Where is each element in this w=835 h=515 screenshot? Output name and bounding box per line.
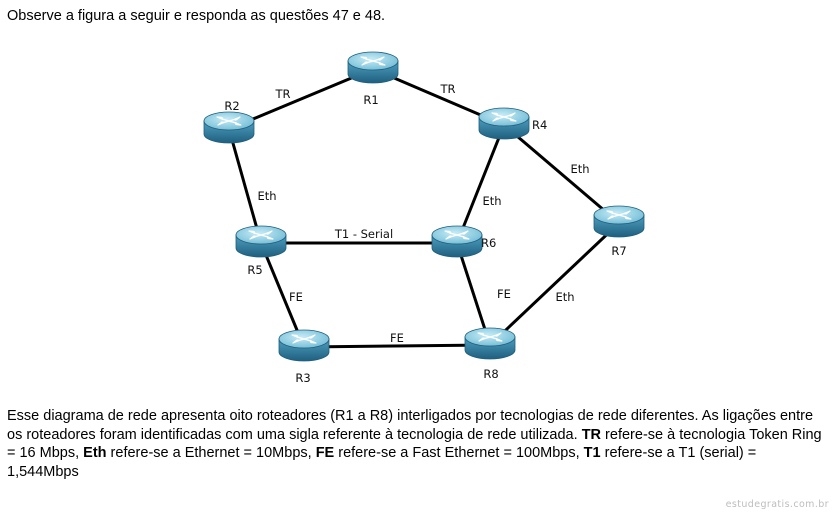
router-label-r2: R2 — [224, 99, 239, 113]
router-label-r1: R1 — [363, 93, 378, 107]
link-label-r5-r6: T1 - Serial — [334, 227, 393, 241]
link-label-r3-r8: FE — [390, 331, 404, 345]
watermark: estudegratis.com.br — [725, 499, 829, 510]
router-r1: R1 — [347, 51, 399, 107]
links-layer — [227, 67, 621, 349]
router-r4: R4 — [478, 107, 547, 140]
router-label-r3: R3 — [295, 371, 310, 385]
tr-definition: refere-se à tecnologia Token Ring = 16 M… — [7, 426, 822, 462]
eth-abbr: Eth — [83, 445, 107, 461]
link-label-r7-r8: Eth — [555, 290, 574, 304]
link-r7-r8 — [488, 221, 621, 347]
router-label-r8: R8 — [483, 367, 498, 381]
router-r5: R5 — [235, 225, 287, 277]
fe-abbr: FE — [315, 445, 335, 461]
fe-definition: refere-se a Fast Ethernet = 100Mbps, — [334, 445, 584, 461]
router-icon — [464, 327, 516, 360]
link-r3-r8 — [303, 343, 491, 349]
link-label-r1-r4: TR — [439, 82, 455, 96]
link-r4-r7 — [503, 123, 620, 225]
router-label-r6: R6 — [481, 236, 496, 250]
link-label-r2-r1: TR — [274, 87, 290, 101]
router-r6: R6 — [431, 225, 496, 258]
router-label-r5: R5 — [247, 263, 262, 277]
router-icon — [278, 329, 330, 362]
t1-definition: refere-se a T1 (serial) = 1,544Mbps — [7, 445, 757, 480]
description-intro: Esse diagrama de rede apresenta oito rot… — [7, 408, 814, 443]
router-icon — [431, 225, 483, 258]
link-r4-r6 — [455, 124, 506, 244]
diagram-description: Esse diagrama de rede apresenta oito rot… — [7, 407, 831, 481]
router-label-r7: R7 — [611, 244, 626, 258]
router-icon — [347, 51, 399, 84]
eth-definition: refere-se a Ethernet = 10Mbps, — [106, 445, 316, 461]
link-label-r5-r3: FE — [289, 290, 303, 304]
router-icon — [203, 111, 255, 144]
link-r5-r3 — [259, 242, 306, 348]
router-icon — [593, 205, 645, 238]
router-icon — [478, 107, 530, 140]
link-label-r2-r5: Eth — [257, 189, 276, 203]
link-r2-r5 — [227, 128, 263, 244]
router-r8: R8 — [464, 327, 516, 381]
intro-text: Observe a figura a seguir e responda as … — [7, 8, 386, 24]
router-label-r4: R4 — [532, 118, 547, 132]
tr-abbr: TR — [581, 426, 602, 443]
link-label-r6-r8: FE — [497, 287, 511, 301]
router-r2: R2 — [203, 99, 255, 144]
t1-abbr: T1 — [583, 445, 601, 461]
link-label-r4-r6: Eth — [482, 194, 501, 208]
link-label-r4-r7: Eth — [570, 162, 589, 176]
router-icon — [235, 225, 287, 258]
router-r7: R7 — [593, 205, 645, 258]
router-r3: R3 — [278, 329, 330, 385]
